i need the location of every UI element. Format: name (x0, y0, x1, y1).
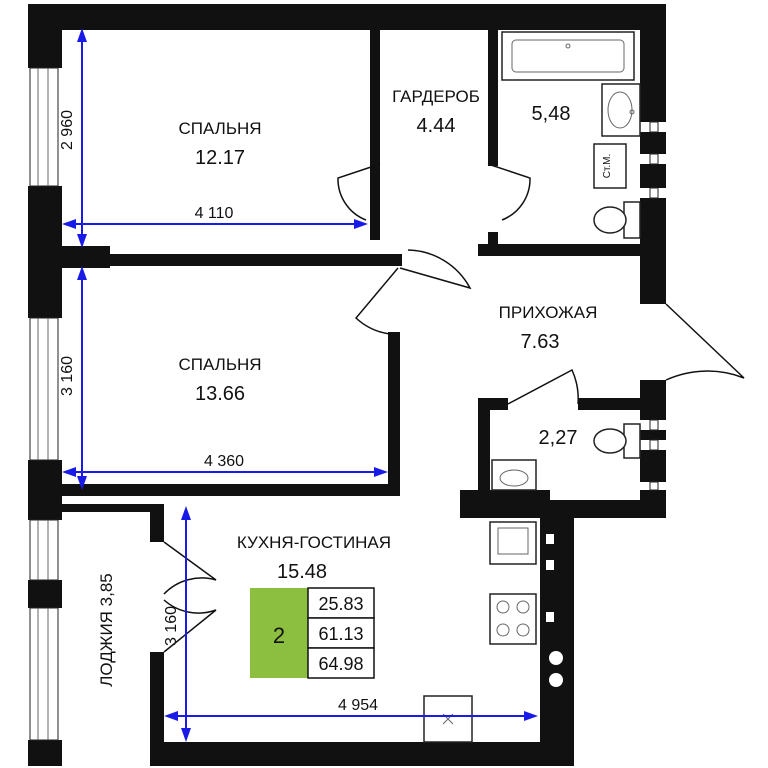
rooms-count: 2 (273, 623, 285, 648)
rooms-count-badge (250, 588, 308, 678)
ac-unit-icon (423, 695, 473, 743)
dim-kitchen-height: 3 160 (163, 606, 180, 646)
dim-bedroom1-height: 2 960 (59, 110, 76, 150)
bedroom1-area: 12.17 (195, 147, 245, 169)
bathroom-area: 5,48 (532, 103, 571, 125)
stove-icon (489, 593, 537, 645)
total-with-loggia: 64.98 (318, 654, 363, 674)
fridge-icon (489, 521, 537, 565)
wardrobe-area: 4.44 (417, 115, 456, 137)
area-summary: 2 25.83 61.13 64.98 (250, 587, 375, 679)
walls (28, 4, 666, 766)
toilet-icon (593, 201, 641, 239)
loggia-label: ЛОДЖИЯ 3,85 (97, 573, 116, 687)
riser-box: Ст.М. (593, 143, 627, 189)
doors (163, 163, 745, 653)
kitchen-area: 15.48 (277, 561, 327, 583)
hallway-name: ПРИХОЖАЯ (499, 303, 598, 322)
bedroom2-name: СПАЛЬНЯ (178, 355, 261, 374)
wc-toilet-icon (593, 423, 641, 459)
dimension-lines (62, 28, 538, 742)
bedroom1-name: СПАЛЬНЯ (178, 119, 261, 138)
wardrobe-name: ГАРДЕРОБ (392, 87, 480, 106)
riser-label: Ст.М. (602, 154, 613, 179)
bathtub-icon (501, 31, 635, 81)
dim-bedroom1-width: 4 110 (195, 205, 234, 222)
dim-kitchen-width: 4 954 (338, 697, 378, 714)
hallway-area: 7.63 (521, 331, 560, 353)
fixtures: Ст.М. (423, 31, 641, 743)
sink-icon (601, 83, 641, 137)
wc-sink-icon (491, 459, 537, 491)
windows (29, 67, 659, 741)
wc-area: 2,27 (539, 427, 578, 449)
living-area: 25.83 (318, 594, 363, 614)
bedroom2-area: 13.66 (195, 383, 245, 405)
kitchen-name: КУХНЯ-ГОСТИНАЯ (237, 533, 391, 552)
dim-bedroom2-height: 3 160 (59, 356, 76, 396)
kitchen-sink-icon (549, 651, 563, 687)
dim-bedroom2-width: 4 360 (204, 453, 244, 470)
total-area: 61.13 (318, 624, 363, 644)
